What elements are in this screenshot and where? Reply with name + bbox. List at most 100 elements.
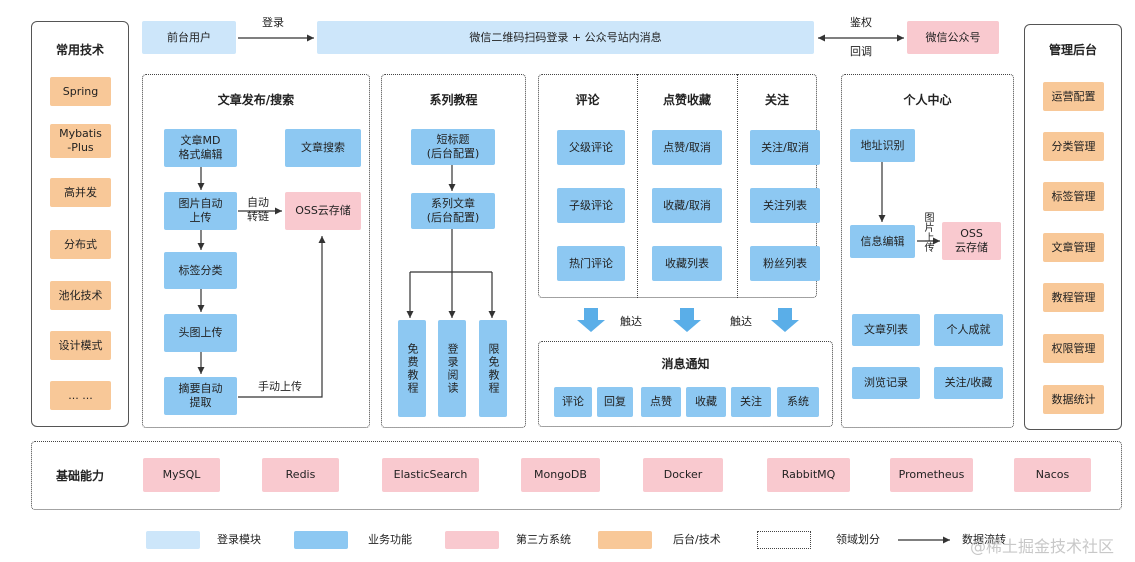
notify-follow-label: 关注: [740, 395, 762, 408]
legend-login-label: 登录模块: [217, 533, 261, 546]
address-label: 地址识别: [860, 138, 905, 152]
notify-system-label: 系统: [787, 395, 809, 408]
comment-child-label: 子级评论: [569, 198, 613, 212]
personal-domain: [841, 74, 1014, 428]
base-domain: [31, 441, 1122, 510]
notify-comment: 评论: [554, 387, 592, 417]
legend-domain-label: 领域划分: [836, 533, 880, 546]
series-title: 系列教程: [429, 93, 478, 107]
free-tutorial-box: 免费教程: [398, 320, 426, 417]
admin-tutorial: 教程管理: [1043, 283, 1104, 312]
admin-article: 文章管理: [1043, 233, 1104, 262]
auth-label: 鉴权: [850, 16, 872, 29]
comment-child: 子级评论: [557, 188, 625, 223]
legend-swatch-third: [445, 531, 499, 549]
follow-toggle: 关注/取消: [750, 130, 820, 165]
collect-list-label: 收藏列表: [665, 256, 709, 270]
base-mysql: MySQL: [143, 458, 220, 492]
cover-upload-label: 头图上传: [178, 326, 223, 339]
address-box: 地址识别: [850, 129, 915, 162]
legend-swatch-backend: [598, 531, 652, 549]
base-nacos: Nacos: [1014, 458, 1091, 492]
notify-system: 系统: [777, 387, 819, 417]
base-rabbitmq: RabbitMQ: [767, 458, 850, 492]
base-mysql-label: MySQL: [162, 468, 201, 481]
img-upload-label: 图片上传: [922, 212, 933, 252]
follow-list: 关注列表: [750, 188, 820, 223]
legend-swatch-business: [294, 531, 348, 549]
base-mongodb-label: MongoDB: [534, 468, 587, 481]
fans-list: 粉丝列表: [750, 246, 820, 281]
follow-toggle-label: 关注/取消: [761, 140, 809, 154]
base-redis: Redis: [262, 458, 339, 492]
article-search-box: 文章搜索: [285, 129, 361, 167]
admin-statistics: 数据统计: [1043, 385, 1104, 414]
fans-list-label: 粉丝列表: [763, 256, 807, 270]
common-tech-title: 常用技术: [55, 43, 104, 57]
base-docker-label: Docker: [663, 468, 703, 481]
legend-backend-label: 后台/技术: [673, 533, 721, 546]
like-toggle-label: 点赞/取消: [663, 140, 711, 154]
base-title: 基础能力: [55, 469, 104, 483]
admin-permission-label: 权限管理: [1051, 341, 1096, 355]
tech-pooling: 池化技术: [50, 281, 111, 310]
base-prometheus: Prometheus: [890, 458, 973, 492]
admin-category: 分类管理: [1043, 132, 1104, 161]
summary-label: 摘要自动 提取: [178, 382, 223, 409]
achievement-label: 个人成就: [946, 323, 991, 336]
admin-tag-label: 标签管理: [1051, 189, 1096, 203]
notify-title: 消息通知: [661, 357, 710, 371]
base-nacos-label: Nacos: [1035, 468, 1070, 481]
tech-high-concurrency: 高并发: [50, 178, 111, 207]
tech-more-label: ... ...: [68, 388, 93, 402]
collect-toggle-label: 收藏/取消: [663, 198, 711, 212]
notify-like: 点赞: [641, 387, 681, 417]
callback-label: 回调: [850, 45, 872, 58]
article-domain: [142, 74, 370, 428]
wechat-mp-box: 微信公众号: [907, 21, 999, 54]
watermark: @稀土掘金技术社区: [970, 537, 1115, 556]
interaction-divider-1: [637, 74, 638, 298]
legend-third-label: 第三方系统: [516, 533, 571, 546]
series-domain: [381, 74, 526, 428]
tech-spring-label: Spring: [62, 84, 99, 98]
admin-ops-config-label: 运营配置: [1051, 89, 1096, 103]
comment-hot-label: 热门评论: [569, 256, 613, 270]
wechat-mp-label: 微信公众号: [925, 30, 981, 44]
base-prometheus-label: Prometheus: [898, 468, 965, 481]
tech-design-pattern: 设计模式: [50, 331, 111, 360]
limited-free-label: 限免教程: [487, 342, 500, 395]
series-article-box: 系列文章 (后台配置): [411, 193, 495, 229]
front-user-label: 前台用户: [167, 30, 211, 44]
legend-business-label: 业务功能: [368, 533, 412, 546]
follow-list-label: 关注列表: [763, 198, 807, 212]
wechat-login-bar: 微信二维码扫码登录 + 公众号站内消息: [317, 21, 814, 54]
tech-pooling-label: 池化技术: [58, 288, 103, 302]
personal-oss-label: OSS 云存储: [955, 227, 988, 254]
trigger-arrows: [577, 308, 799, 332]
front-user-box: 前台用户: [142, 21, 236, 54]
admin-category-label: 分类管理: [1051, 139, 1096, 153]
admin-tutorial-label: 教程管理: [1051, 290, 1096, 304]
admin-permission: 权限管理: [1043, 334, 1104, 363]
tech-design-pattern-label: 设计模式: [58, 338, 103, 352]
personal-oss-box: OSS 云存储: [942, 222, 1001, 260]
limited-free-box: 限免教程: [479, 320, 507, 417]
notify-reply-label: 回复: [604, 395, 626, 408]
oss-label: OSS云存储: [295, 204, 351, 217]
img-upload-box: 图片自动 上传: [164, 192, 237, 230]
legend-swatch-domain: [757, 531, 811, 549]
history-label: 浏览记录: [864, 376, 908, 389]
tech-mybatis-label: Mybatis -Plus: [59, 127, 102, 154]
cover-upload-box: 头图上传: [164, 314, 237, 352]
summary-box: 摘要自动 提取: [164, 377, 237, 415]
admin-tag: 标签管理: [1043, 182, 1104, 211]
comment-parent-label: 父级评论: [569, 140, 613, 154]
tech-distributed: 分布式: [50, 230, 111, 259]
manual-upload-label: 手动上传: [258, 380, 302, 393]
article-list-box: 文章列表: [852, 314, 920, 346]
oss-box: OSS云存储: [285, 192, 361, 230]
series-article-label: 系列文章 (后台配置): [426, 197, 480, 224]
md-edit-box: 文章MD 格式编辑: [164, 129, 237, 167]
md-edit-label: 文章MD 格式编辑: [178, 134, 223, 161]
